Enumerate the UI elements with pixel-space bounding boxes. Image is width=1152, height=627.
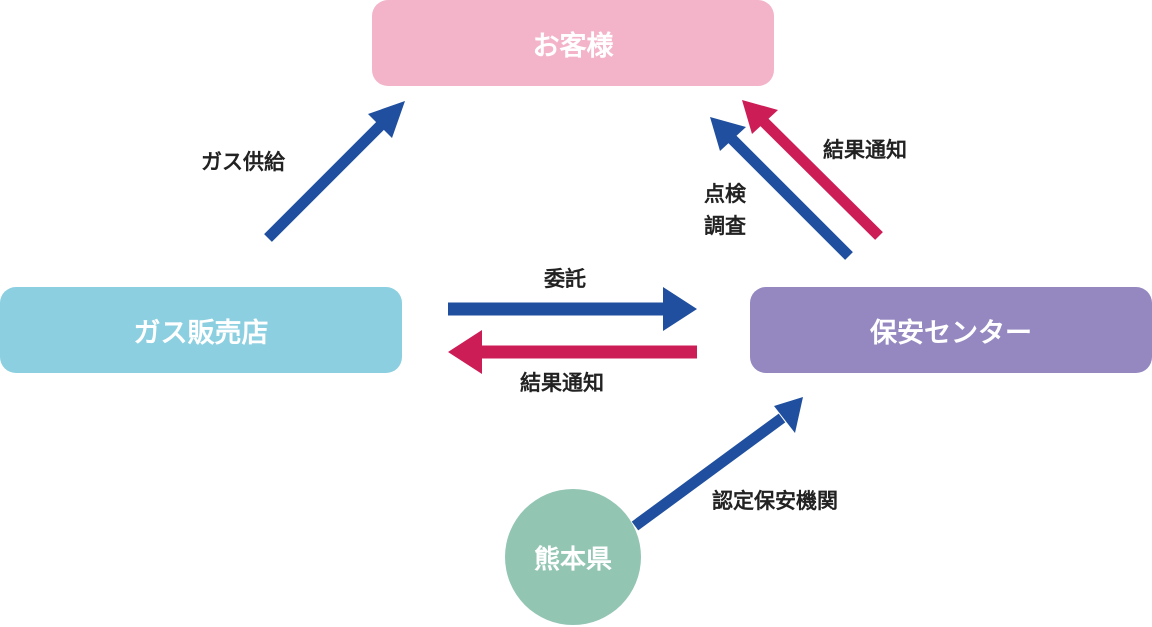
customer-node: お客様 [372, 0, 774, 86]
safety-center-node: 保安センター [750, 287, 1152, 373]
arrow-result-mid-head [448, 330, 482, 374]
prefecture-node: 熊本県 [505, 489, 641, 625]
arrow-gas-supply [264, 119, 387, 242]
arrow-certified-head [774, 397, 803, 433]
arrow-result-top-head [742, 100, 778, 134]
inspection-label-line2: 調査 [704, 214, 746, 238]
prefecture-label: 熊本県 [533, 544, 612, 575]
inspection-label-line1: 点検 [704, 182, 746, 206]
gas-dealer-node: ガス販売店 [0, 287, 402, 373]
arrow-gas-supply-head [368, 101, 405, 138]
certified-agency-label: 認定保安機関 [712, 489, 838, 513]
result-notice-mid-label: 結果通知 [520, 371, 604, 395]
arrow-commission-head [663, 287, 697, 331]
result-notice-top-label: 結果通知 [823, 138, 907, 162]
inspection-label: 点検 調査 [704, 178, 746, 242]
commission-label: 委託 [544, 267, 586, 291]
arrow-inspection [726, 133, 853, 260]
safety-center-label: 保安センター [870, 317, 1032, 349]
arrow-result-top [758, 116, 883, 240]
arrow-certified [631, 413, 786, 531]
arrow-inspection-head [710, 117, 746, 151]
gas-supply-label: ガス供給 [201, 150, 285, 174]
gas-dealer-label: ガス販売店 [133, 317, 269, 349]
customer-label: お客様 [532, 30, 614, 62]
